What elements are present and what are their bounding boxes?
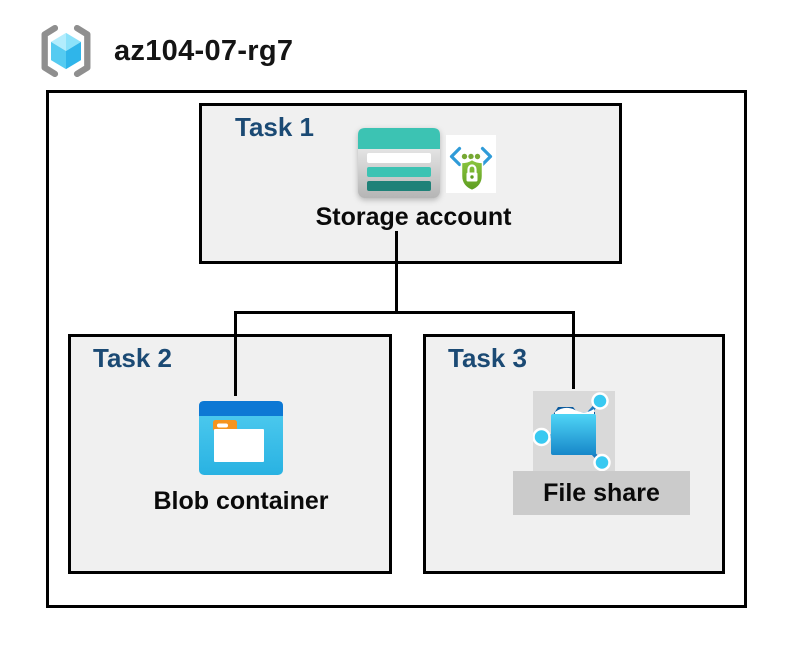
resource-group-icon [41,24,91,78]
file-share-icon-background [532,391,615,472]
task3-label: Task 3 [448,343,528,373]
blob-container-label: Blob container [153,487,329,515]
task2-label: Task 2 [93,343,173,373]
storage-account-label: Storage account [315,203,512,231]
task2-box: Task 2 Blob container [68,334,392,574]
connector-horizontal [234,311,575,314]
file-share-icon [532,392,611,472]
task1-box: Task 1 [199,103,622,264]
connector-storage-stem [395,231,398,314]
storage-account-icon [358,128,440,198]
task1-label: Task 1 [235,112,315,142]
resource-group-name: az104-07-rg7 [114,34,294,67]
file-share-label-bar: File share [513,471,690,515]
resource-group-header: az104-07-rg7 [36,22,293,80]
file-share-label: File share [543,478,660,507]
blob-container-icon [199,401,283,475]
connector-to-blob-container [234,311,237,396]
sas-security-icon [446,135,496,193]
connector-to-file-share [572,311,575,389]
